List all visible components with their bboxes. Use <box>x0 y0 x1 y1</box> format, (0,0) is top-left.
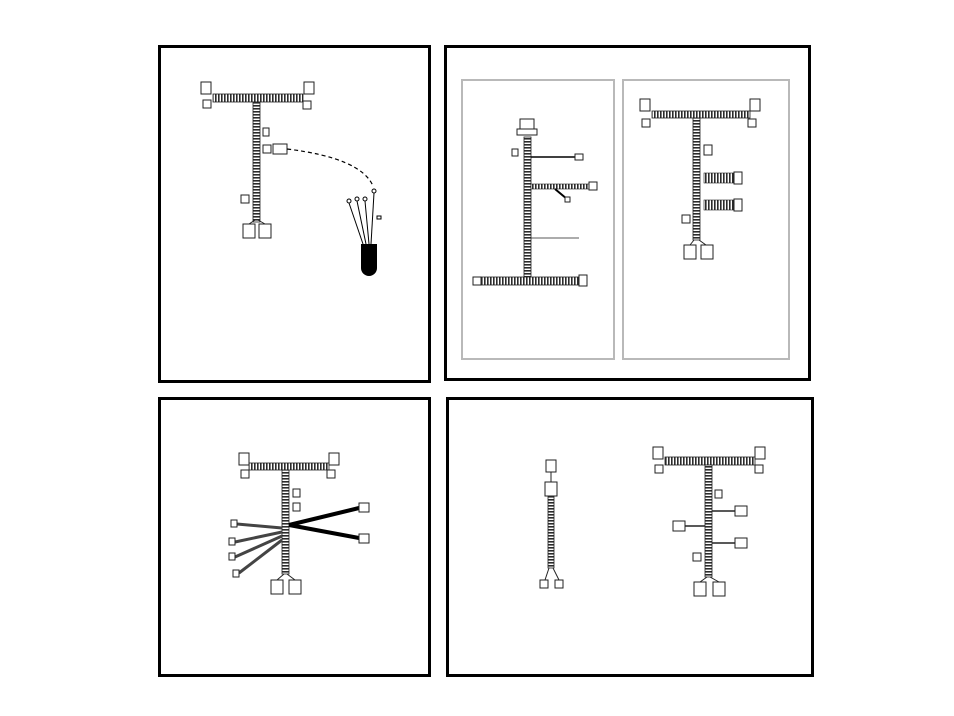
connector-icon <box>231 520 237 527</box>
connector-icon <box>289 580 301 594</box>
connector-icon <box>755 465 763 473</box>
connector-icon <box>233 570 239 577</box>
connector-icon <box>327 470 335 478</box>
connector-icon <box>229 538 235 545</box>
harness-diagram-3 <box>161 400 434 680</box>
connector-icon <box>735 506 747 516</box>
connector-icon <box>203 100 211 108</box>
connector-icon <box>642 119 650 127</box>
connector-icon <box>589 182 597 190</box>
connector-icon <box>555 580 563 588</box>
connector-icon <box>682 215 690 223</box>
connector-icon <box>229 553 235 560</box>
connector-icon <box>755 447 765 459</box>
harness-trunk-vertical <box>253 102 260 222</box>
connector-icon <box>655 465 663 473</box>
connector-icon <box>259 224 271 238</box>
harness-trunk-top <box>652 111 750 118</box>
connector-icon <box>263 145 271 153</box>
harness-trunk-top <box>249 463 329 470</box>
connector-icon <box>750 99 760 111</box>
connector-icon <box>579 275 587 286</box>
connector-icon <box>241 195 249 203</box>
harness-trunk-vertical <box>524 137 531 279</box>
connector-icon <box>473 277 481 285</box>
adapter-harness <box>540 460 563 588</box>
sensor-bulb-icon <box>347 189 381 276</box>
connector-icon <box>329 453 339 465</box>
connector-icon <box>713 582 725 596</box>
connector-icon <box>704 145 712 155</box>
harness-branch <box>704 173 734 183</box>
panel-3 <box>158 397 431 677</box>
subpanel-right <box>622 79 790 360</box>
connector-icon <box>673 521 685 531</box>
harness-trunk-vertical <box>693 118 700 240</box>
connector-icon <box>545 482 557 496</box>
harness-trunk-top <box>665 457 755 465</box>
harness-trunk-top <box>213 94 303 102</box>
panel-1 <box>158 45 431 383</box>
harness-trunk-vertical <box>548 496 554 568</box>
connector-icon <box>304 82 314 94</box>
connector-icon <box>241 470 249 478</box>
harness-branch <box>531 184 589 189</box>
harness-diagram-2a <box>463 81 613 358</box>
subpanel-left <box>461 79 615 360</box>
connector-icon <box>684 245 696 259</box>
connector-icon <box>273 144 287 154</box>
harness-trunk-vertical <box>282 470 289 574</box>
panel-2 <box>444 45 811 381</box>
connector-icon <box>540 580 548 588</box>
connector-icon <box>293 489 300 497</box>
harness-diagram-1 <box>161 48 434 386</box>
connector-icon <box>546 460 556 472</box>
connector-icon <box>263 128 269 136</box>
harness-trunk-vertical <box>705 465 712 577</box>
connector-icon <box>748 119 756 127</box>
dashed-lead <box>287 149 373 186</box>
connector-icon <box>517 129 537 135</box>
connector-icon <box>239 453 249 465</box>
connector-icon <box>243 224 255 238</box>
connector-icon <box>359 534 369 543</box>
connector-icon <box>271 580 283 594</box>
fan-branches <box>235 524 282 573</box>
connector-icon <box>359 503 369 512</box>
panel-4 <box>446 397 814 677</box>
connector-icon <box>640 99 650 111</box>
connector-icon <box>701 245 713 259</box>
connector-icon <box>693 553 701 561</box>
connector-icon <box>201 82 211 94</box>
connector-icon <box>512 149 518 156</box>
harness-diagram-2b <box>624 81 788 358</box>
connector-icon <box>293 503 300 511</box>
connector-icon <box>715 490 722 498</box>
connector-icon <box>575 154 583 160</box>
connector-icon <box>653 447 663 459</box>
harness-trunk-bottom <box>481 277 579 285</box>
connector-icon <box>734 172 742 184</box>
connector-icon <box>565 197 570 202</box>
connector-icon <box>734 199 742 211</box>
connector-icon <box>735 538 747 548</box>
harness-diagram-4 <box>449 400 817 680</box>
harness-branch <box>704 200 734 210</box>
connector-icon <box>303 101 311 109</box>
connector-icon <box>694 582 706 596</box>
